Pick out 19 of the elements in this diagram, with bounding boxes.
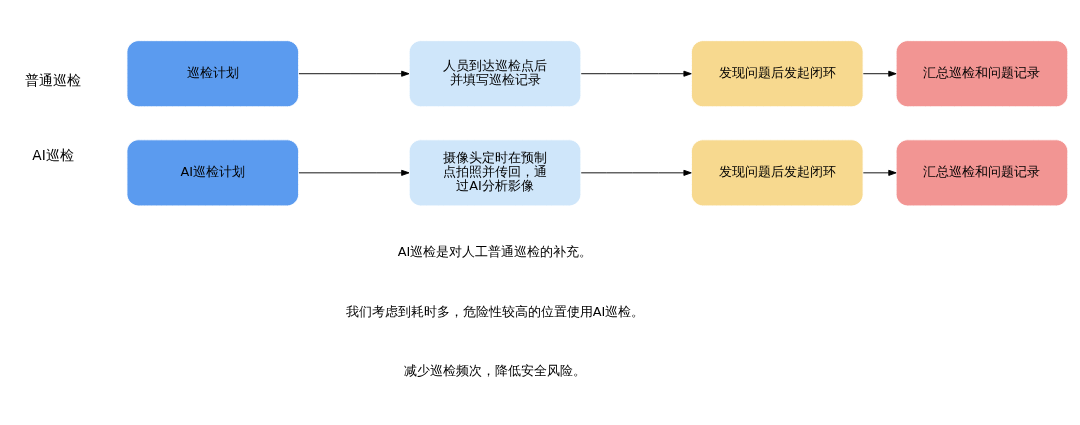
label: 我们考虑到耗时多，危险性较高的位置使用AI巡检。 bbox=[345, 303, 645, 319]
label: AI巡检是对人工普通巡检的补充。 bbox=[397, 243, 593, 259]
node-box: 汇总巡检和问题记录 bbox=[895, 39, 1069, 107]
label: 减少巡检频次，降低安全风险。 bbox=[404, 362, 587, 378]
node-box: 发现问题后发起闭环 bbox=[691, 39, 864, 107]
node-box: 发现问题后发起闭环 bbox=[691, 138, 864, 206]
arrow bbox=[580, 169, 692, 176]
label: 普通巡检 bbox=[25, 71, 82, 88]
arrow bbox=[298, 70, 410, 77]
node-box: 人员到达巡检点后并填写巡检记录 bbox=[408, 39, 582, 107]
node-box: 摄像头定时在预制点拍照并传回，通过AI分析影像 bbox=[408, 138, 582, 206]
node-box: 巡检计划 bbox=[126, 39, 300, 107]
label: AI巡检 bbox=[32, 146, 74, 163]
arrow bbox=[580, 70, 692, 77]
arrow bbox=[862, 169, 897, 176]
arrow bbox=[862, 70, 897, 77]
node-box: 汇总巡检和问题记录 bbox=[895, 138, 1069, 206]
arrow bbox=[298, 169, 410, 176]
node-box: AI巡检计划 bbox=[126, 138, 300, 206]
